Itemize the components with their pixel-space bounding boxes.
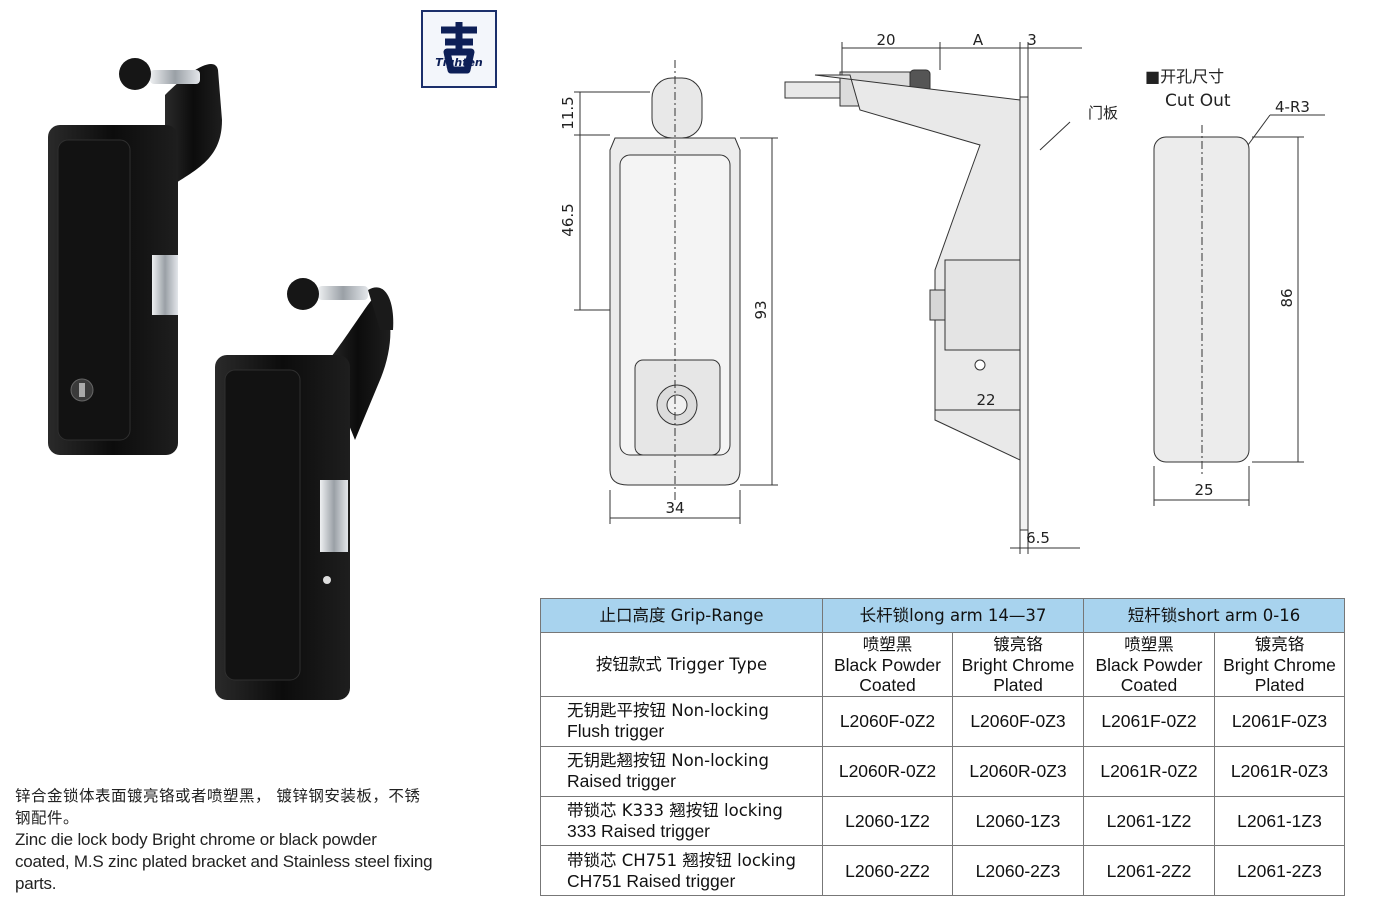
model-cell: L2060-1Z3: [952, 795, 1084, 847]
table-header-row: 止口高度 Grip-Range 长杆锁long arm 14—37 短杆锁sho…: [540, 598, 1345, 633]
cutout-dim-height: 86: [1278, 288, 1296, 307]
brand-logo: Tighten: [421, 10, 497, 88]
product-photo: [48, 58, 394, 700]
dim-6-5: 6.5: [1026, 529, 1050, 547]
model-cell: L2060F-0Z2: [822, 696, 953, 747]
logo-icon: Tighten: [435, 22, 483, 74]
header-long-arm: 长杆锁long arm 14—37: [822, 598, 1084, 633]
model-cell: L2061R-0Z3: [1214, 745, 1345, 797]
dim-knob: 11.5: [559, 96, 577, 129]
front-view: [609, 60, 741, 500]
header-short-arm: 短杆锁short arm 0-16: [1083, 598, 1345, 633]
model-cell: L2060-1Z2: [822, 795, 953, 847]
model-cell: L2061F-0Z2: [1083, 696, 1215, 747]
model-cell: L2060R-0Z3: [952, 745, 1084, 797]
model-cell: L2061-1Z2: [1083, 795, 1215, 847]
cutout-radius: 4-R3: [1275, 98, 1310, 116]
dim-a: A: [973, 31, 984, 49]
technical-drawing: 11.5 46.5 93 34 20 A 3 门板 22 6.5 ■开孔尺寸 C…: [559, 31, 1325, 554]
model-cell: L2061R-0Z2: [1083, 745, 1215, 797]
dim-3: 3: [1027, 31, 1037, 49]
description-zh: 锌合金锁体表面镀亮铬或者喷塑黑， 镀锌钢安装板，不锈钢配件。: [15, 787, 421, 827]
side-view: [784, 69, 1029, 531]
model-cell: L2060-2Z3: [952, 845, 1084, 896]
dim-20: 20: [876, 31, 895, 49]
door-panel-label: 门板: [1088, 104, 1118, 122]
trigger-type-label: 按钮款式 Trigger Type: [540, 632, 823, 697]
cutout-title-en: Cut Out: [1165, 91, 1231, 111]
lock-photo-2: [215, 278, 394, 700]
product-description: 锌合金锁体表面镀亮铬或者喷塑黑， 镀锌钢安装板，不锈钢配件。 Zinc die …: [15, 785, 435, 895]
description-en: Zinc die lock body Bright chrome or blac…: [15, 830, 433, 893]
model-cell: L2060F-0Z3: [952, 696, 1084, 747]
lock-photo-1: [48, 58, 222, 455]
cutout-dim-width: 25: [1194, 481, 1213, 499]
dim-height: 93: [752, 300, 770, 319]
model-table: 止口高度 Grip-Range 长杆锁long arm 14—37 短杆锁sho…: [540, 598, 1345, 896]
model-cell: L2061-1Z3: [1214, 795, 1345, 847]
model-cell: L2061-2Z3: [1214, 845, 1345, 896]
dim-22: 22: [976, 391, 995, 409]
dim-upper: 46.5: [559, 203, 577, 236]
cutout-view: [1153, 125, 1250, 475]
logo-text: Tighten: [435, 56, 483, 69]
dim-width: 34: [665, 499, 684, 517]
model-cell: L2060R-0Z2: [822, 745, 953, 797]
model-cell: L2061F-0Z3: [1214, 696, 1345, 747]
header-grip-range: 止口高度 Grip-Range: [540, 598, 823, 633]
model-cell: L2060-2Z2: [822, 845, 953, 896]
model-cell: L2061-2Z2: [1083, 845, 1215, 896]
cutout-title-zh: ■开孔尺寸: [1145, 67, 1224, 86]
